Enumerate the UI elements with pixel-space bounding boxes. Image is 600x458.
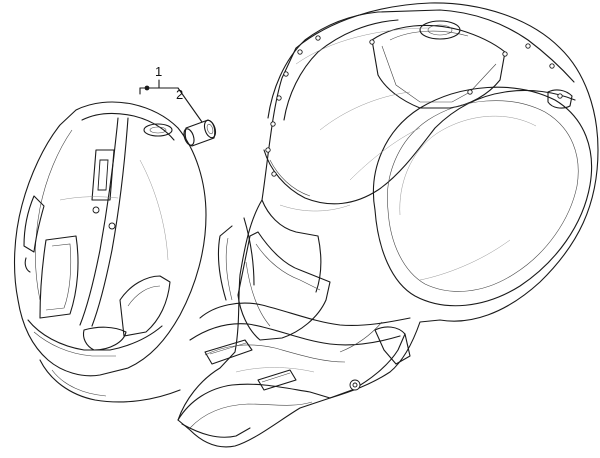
rim-mounting-holes <box>265 35 563 177</box>
callout-label-1: 1 <box>155 64 162 79</box>
callout-leader-line <box>177 87 203 123</box>
callout-dot <box>144 85 150 91</box>
callout-group: 1 2 <box>139 64 203 123</box>
frame-body <box>177 2 599 448</box>
front-leg-shield <box>13 101 207 403</box>
grommet-part <box>183 119 217 147</box>
callout-label-2: 2 <box>176 87 183 102</box>
